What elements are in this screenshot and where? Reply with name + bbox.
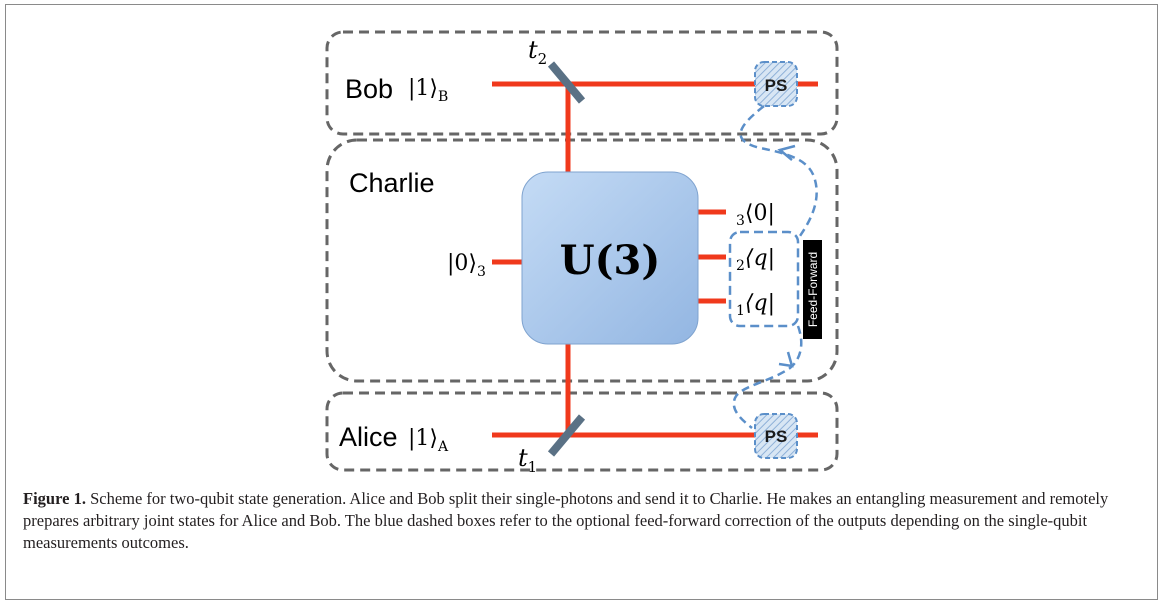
scheme-diagram: U(3) PS PS Feed-Forward Bob Charlie Alic… (325, 30, 839, 476)
phase-shifter-bob: PS (754, 61, 798, 107)
beamsplitter-top (547, 61, 586, 104)
charlie-label: Charlie (349, 168, 435, 198)
figure-caption: Figure 1. Scheme for two-qubit state gen… (23, 488, 1133, 554)
beamsplitter-top-label: t2 (528, 36, 547, 68)
phase-shifter-alice: PS (754, 413, 798, 459)
feed-forward-arrowhead-bottom (778, 351, 794, 368)
feed-forward-arrow-bottom (732, 325, 803, 429)
feed-forward-arrow-top (739, 105, 818, 237)
caption-text: Scheme for two-qubit state generation. A… (23, 489, 1109, 552)
bob-label: Bob (345, 74, 393, 104)
bob-box (325, 30, 839, 136)
bra-output-2: 2⟨q| (736, 246, 775, 274)
bra-output-3: 3⟨0| (736, 201, 775, 229)
unitary-box (521, 171, 699, 345)
phase-shifter-bob-label: PS (765, 76, 788, 95)
phase-shifter-alice-label: PS (765, 427, 788, 446)
bra-output-1: 1⟨q| (736, 291, 775, 319)
caption-label: Figure 1. (23, 489, 86, 508)
feed-forward-label: Feed-Forward (806, 252, 820, 327)
feed-forward-arrowhead-top (777, 144, 796, 161)
charlie-box (325, 138, 839, 383)
unitary-label: U(3) (560, 237, 661, 284)
feed-forward-box (728, 230, 800, 328)
beamsplitter-bottom-label: t1 (518, 444, 537, 476)
alice-label: Alice (339, 422, 398, 452)
input-ket: |0⟩3 (447, 251, 486, 280)
alice-ket: |1⟩A (408, 426, 449, 455)
beamsplitter-bottom (547, 414, 586, 457)
bob-ket: |1⟩B (408, 76, 448, 105)
feed-forward-label-bg (803, 240, 822, 339)
